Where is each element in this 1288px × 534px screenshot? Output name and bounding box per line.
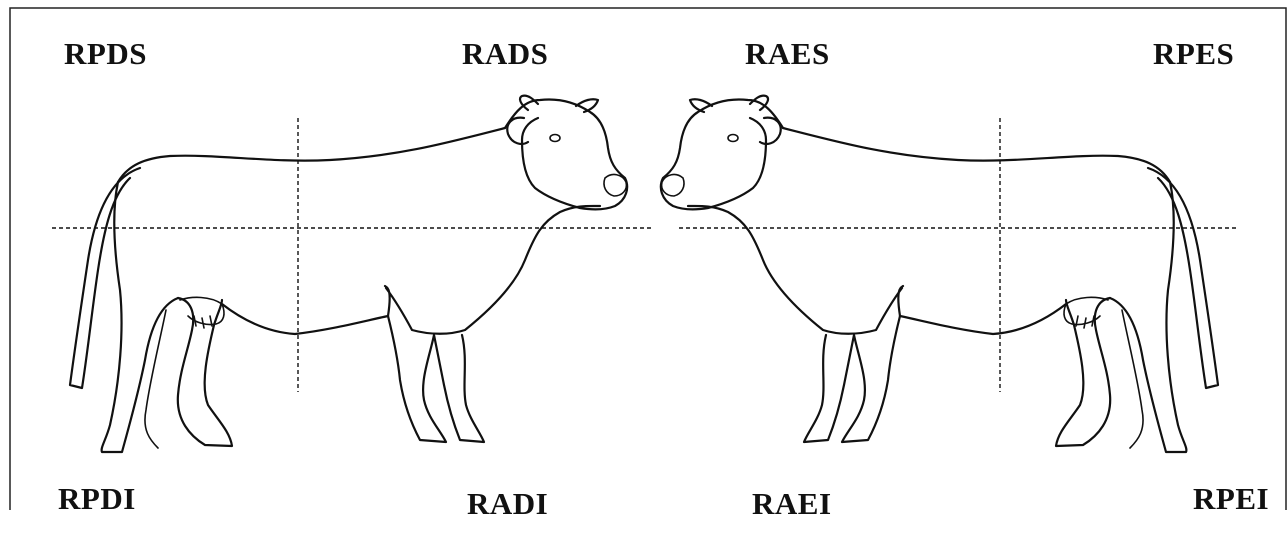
left-cow-second-hind-leg	[145, 310, 166, 448]
left-cow-muzzle	[604, 175, 626, 196]
left-cow-tail	[70, 168, 140, 388]
left-cow	[52, 96, 652, 452]
left-cow-hind-legs	[178, 298, 232, 446]
right-cow-eye	[728, 135, 738, 142]
label-radi: RADI	[467, 488, 548, 519]
label-rpds: RPDS	[64, 38, 147, 69]
left-cow-eye	[550, 135, 560, 142]
right-cow	[661, 96, 1236, 452]
right-cow-chest	[688, 206, 903, 334]
label-rads: RADS	[462, 38, 548, 69]
left-cow-rump	[102, 182, 178, 452]
label-rpdi: RPDI	[58, 483, 136, 514]
left-cow-belly	[222, 304, 388, 334]
right-cow-rump	[1110, 182, 1186, 452]
left-cow-back	[118, 128, 505, 182]
label-raes: RAES	[745, 38, 830, 69]
right-cow-second-hind-leg	[1122, 310, 1143, 448]
right-cow-tail	[1148, 168, 1218, 388]
right-cow-hind-legs	[1056, 298, 1110, 446]
left-cow-chest	[385, 206, 600, 334]
label-rpei: RPEI	[1193, 483, 1269, 514]
right-cow-belly	[900, 304, 1066, 334]
left-cow-front-legs	[388, 316, 484, 442]
right-cow-muzzle	[662, 175, 684, 196]
label-rpes: RPES	[1153, 38, 1234, 69]
right-cow-front-legs	[804, 316, 900, 442]
label-raei: RAEI	[752, 488, 832, 519]
right-cow-back	[783, 128, 1170, 182]
